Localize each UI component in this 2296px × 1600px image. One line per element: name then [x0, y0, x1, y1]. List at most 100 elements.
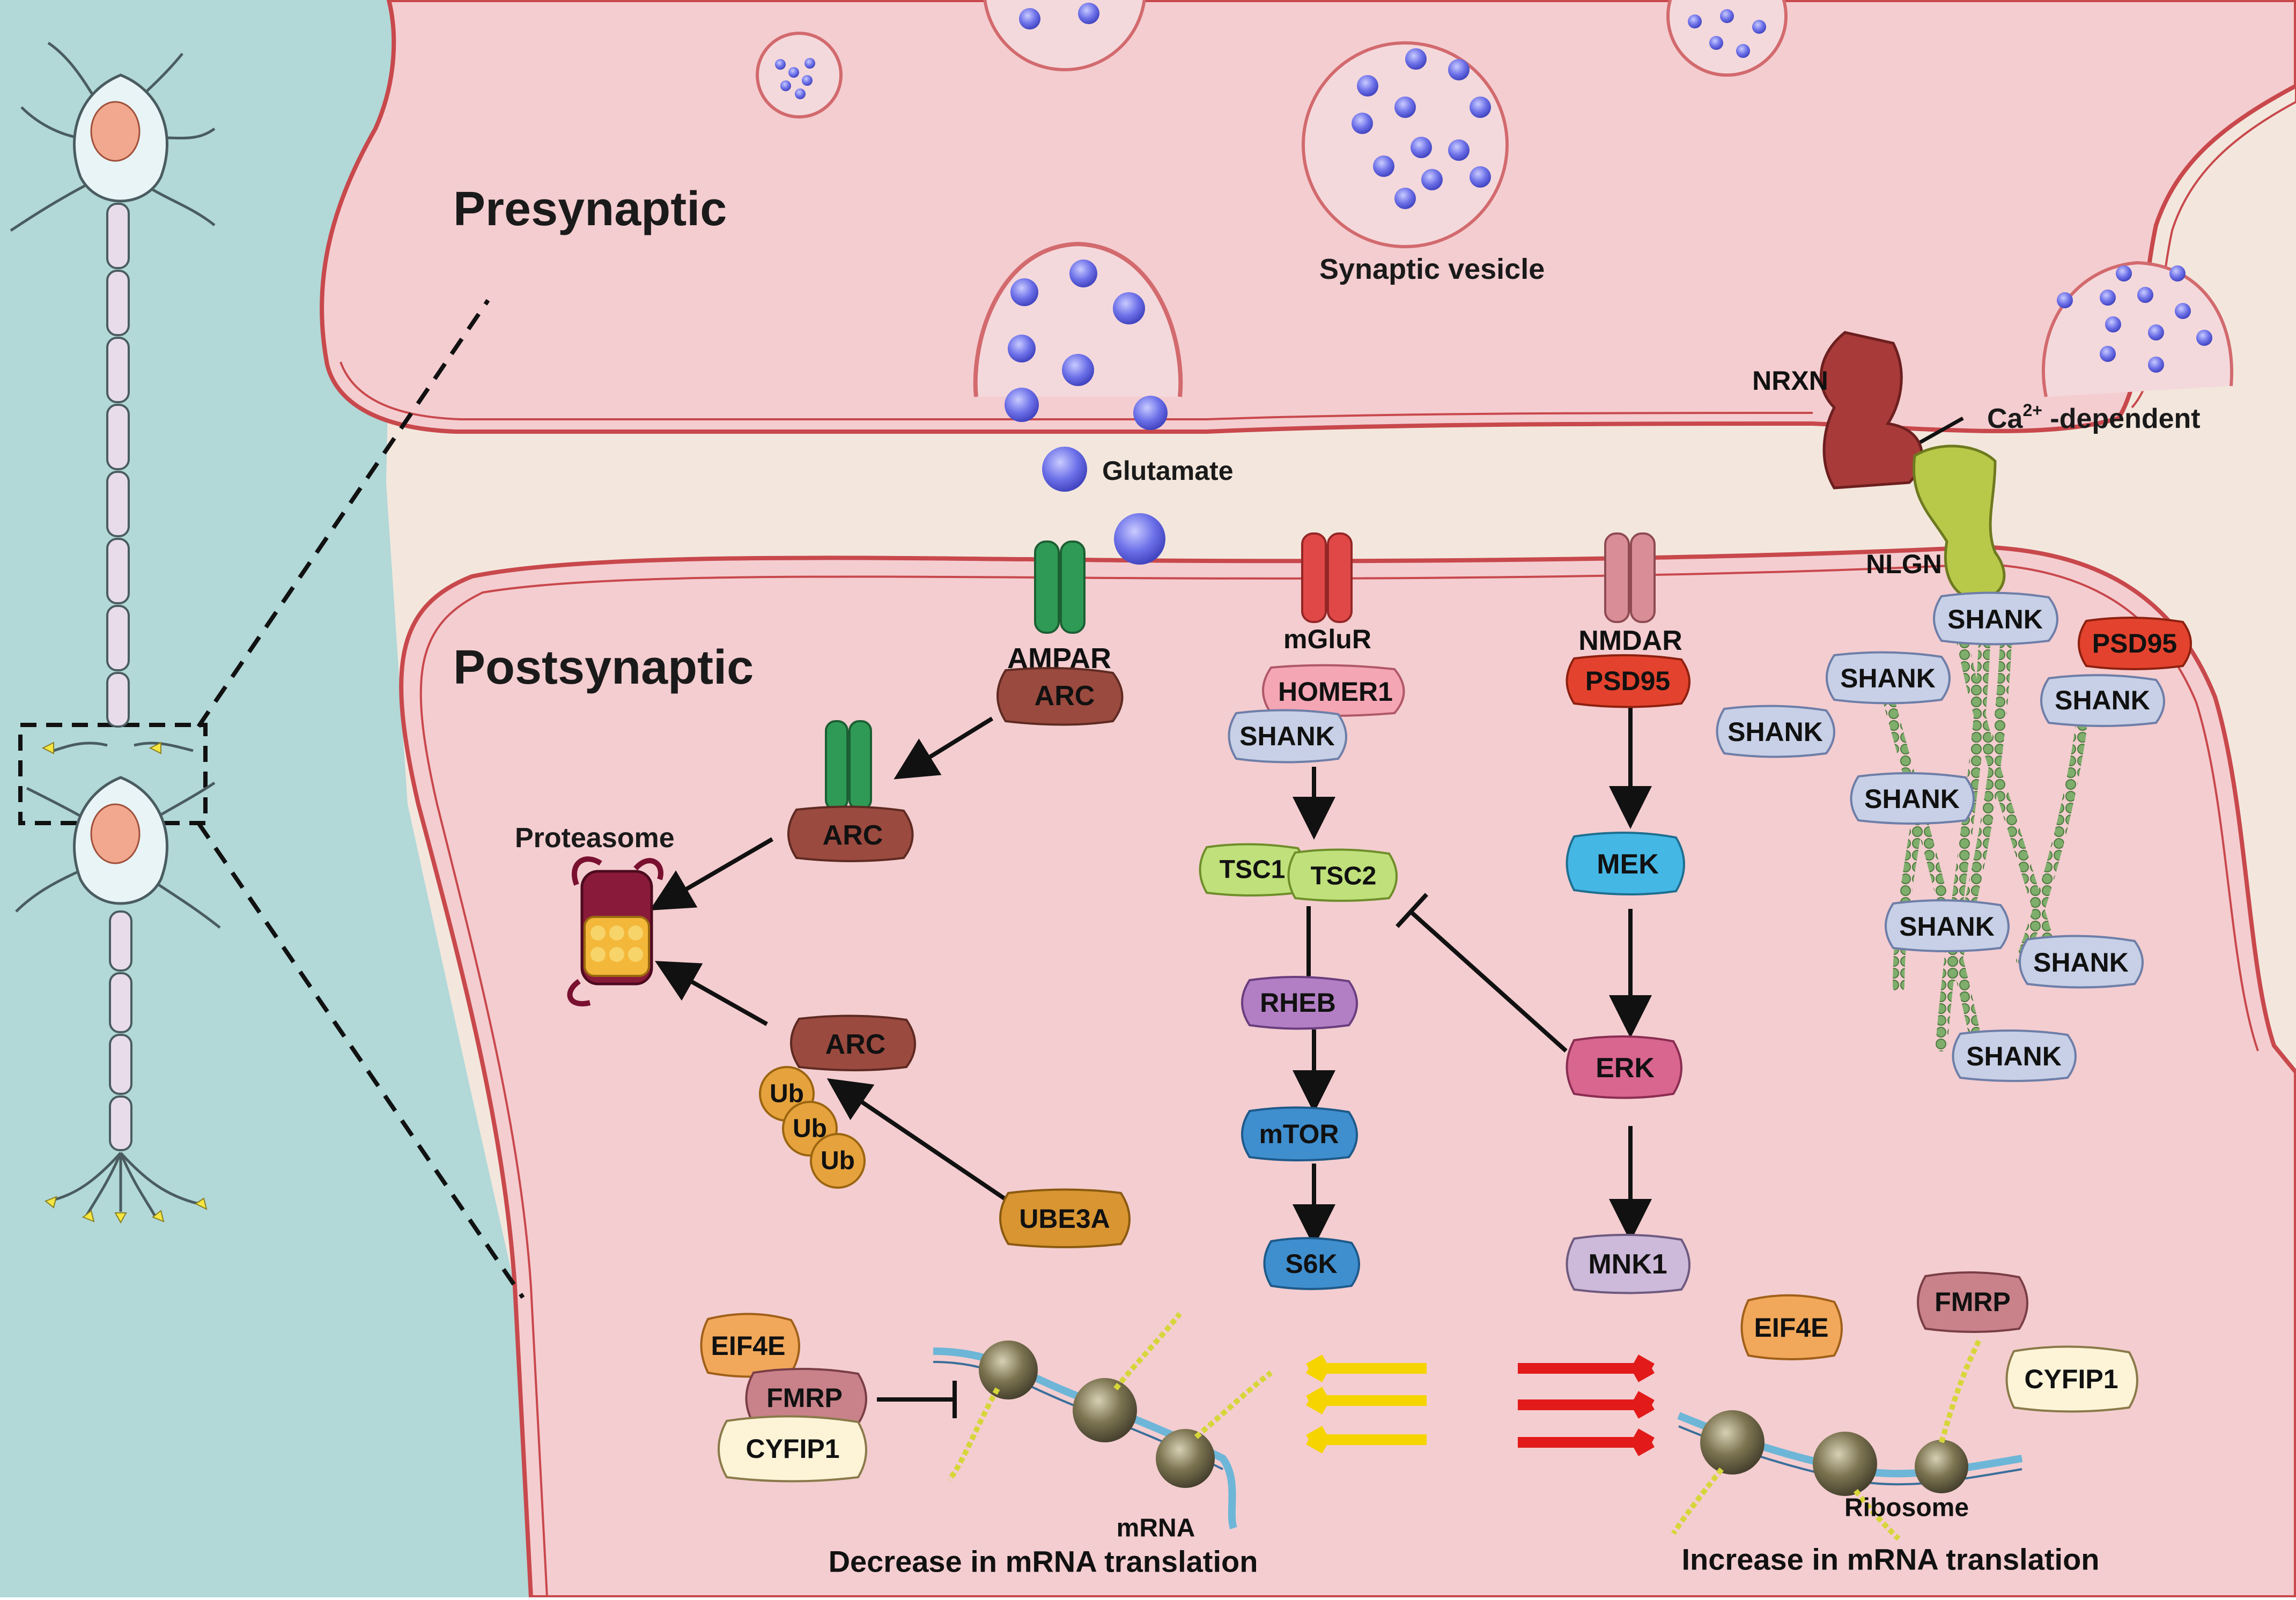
neuron-illustration	[10, 41, 221, 1224]
svg-text:SHANK: SHANK	[2033, 947, 2129, 977]
svg-text:CYFIP1: CYFIP1	[745, 1434, 839, 1464]
eif4e-protein: EIF4E	[1740, 1294, 1843, 1360]
fmrp-protein: FMRP	[1917, 1271, 2028, 1333]
increase-arrows	[1518, 1354, 1655, 1456]
erk-protein: ERK	[1566, 1035, 1682, 1099]
glutamate-label: Glutamate	[1102, 456, 1234, 486]
svg-text:HOMER1: HOMER1	[1278, 677, 1393, 707]
ribosome-left-2	[1073, 1378, 1137, 1442]
zoom-line-top	[196, 299, 490, 728]
shank-protein: SHANK	[1952, 1029, 2077, 1082]
mrna-label: mRNA	[1117, 1514, 1195, 1543]
psd95-protein: PSD95	[2078, 616, 2192, 670]
s6k-protein: S6K	[1263, 1237, 1360, 1290]
presynaptic-label: Presynaptic	[453, 182, 727, 236]
svg-text:TSC2: TSC2	[1311, 862, 1377, 891]
postsynaptic-membrane-line	[419, 562, 2259, 1598]
decrease-arrows	[1306, 1354, 1427, 1454]
decrease-label: Decrease in mRNA translation	[829, 1545, 1258, 1579]
svg-text:Ub: Ub	[793, 1115, 827, 1143]
arrow-ub-arc-to-proteasome	[655, 961, 768, 1026]
svg-text:SHANK: SHANK	[1966, 1041, 2062, 1071]
pathway-arrows	[649, 692, 1652, 1418]
ribosome-left-3	[1156, 1429, 1215, 1488]
shank-protein: SHANK	[1826, 651, 1951, 705]
mglur-receptor	[1301, 532, 1353, 623]
mrna-left	[933, 1312, 1273, 1530]
svg-text:PSD95: PSD95	[2092, 628, 2177, 658]
eif4e-protein: EIF4E	[700, 1313, 800, 1378]
ribosome-right-3	[1915, 1440, 1968, 1493]
svg-text:UBE3A: UBE3A	[1019, 1204, 1110, 1234]
shank-protein: SHANK	[1850, 772, 1975, 825]
ube3a-protein: UBE3A	[999, 1188, 1131, 1248]
mtor-protein: mTOR	[1241, 1106, 1358, 1161]
svg-text:SHANK: SHANK	[1239, 721, 1335, 751]
ribosome-right-1	[1700, 1410, 1765, 1475]
svg-text:S6K: S6K	[1285, 1249, 1337, 1279]
ca-dependent-label: Ca2+ -dependent	[1987, 401, 2201, 434]
arc-protein: ARC	[787, 805, 914, 862]
proteasome-label: Proteasome	[515, 823, 675, 854]
increase-label: Increase in mRNA translation	[1681, 1543, 2099, 1576]
svg-text:EIF4E: EIF4E	[711, 1331, 786, 1361]
arc-protein: ARC	[996, 667, 1124, 726]
mrna-right	[1671, 1339, 2023, 1541]
ub-protein: Ub	[810, 1133, 866, 1189]
ampar-receptor	[1034, 540, 1086, 634]
svg-text:CYFIP1: CYFIP1	[2024, 1364, 2118, 1394]
nmdar-receptor	[1604, 532, 1656, 623]
svg-text:Ub: Ub	[770, 1080, 804, 1108]
svg-text:FMRP: FMRP	[1935, 1287, 2011, 1317]
nlgn-label: NLGN	[1866, 549, 1942, 579]
psd95-protein: PSD95	[1566, 654, 1690, 708]
svg-text:ARC: ARC	[823, 820, 883, 851]
arrow-ube3a-to-ub	[826, 1078, 1010, 1203]
shank-protein: SHANK	[1933, 591, 2058, 646]
svg-text:MEK: MEK	[1597, 849, 1659, 880]
ca-dependent-pointer	[1919, 416, 1964, 445]
shank-protein: SHANK	[1716, 705, 1835, 758]
tsc2-protein: TSC2	[1287, 848, 1398, 902]
synaptic-vesicle-label: Synaptic vesicle	[1319, 253, 1545, 285]
nlgn-protein	[1913, 445, 2006, 602]
synaptic-vesicles	[756, 0, 2233, 397]
ribosome-left-1	[979, 1340, 1038, 1399]
nmdar-label: NMDAR	[1578, 625, 1682, 656]
svg-text:ARC: ARC	[825, 1029, 886, 1060]
shank-protein: SHANK	[1885, 899, 2010, 952]
ribosome-right-2	[1813, 1432, 1877, 1496]
cyfip1-protein: CYFIP1	[718, 1415, 867, 1483]
inhibit-erk-to-tsc2	[1409, 910, 1568, 1053]
ampar-on-arc	[825, 720, 872, 811]
svg-text:FMRP: FMRP	[766, 1383, 843, 1413]
glutamate-molecules	[1005, 388, 1168, 565]
shank-protein: SHANK	[1228, 709, 1347, 764]
svg-text:RHEB: RHEB	[1260, 988, 1336, 1018]
nrxn-protein	[1819, 331, 1923, 490]
svg-text:PSD95: PSD95	[1585, 666, 1670, 696]
proteasome	[567, 856, 663, 1006]
inhibit-erk-to-tsc2-bar	[1396, 893, 1428, 928]
svg-text:EIF4E: EIF4E	[1754, 1313, 1829, 1343]
svg-text:SHANK: SHANK	[1899, 912, 1995, 942]
ribosome-label: Ribosome	[1844, 1494, 1969, 1522]
postsynaptic-label: Postsynaptic	[453, 641, 754, 694]
shank-protein: SHANK	[2040, 674, 2165, 727]
svg-text:MNK1: MNK1	[1588, 1249, 1667, 1280]
arrow-arc-to-ampar	[894, 716, 994, 780]
svg-text:Ub: Ub	[821, 1147, 855, 1175]
mglur-label: mGluR	[1283, 624, 1371, 654]
arrow-arc-to-proteasome	[649, 837, 774, 911]
svg-text:ERK: ERK	[1596, 1053, 1655, 1084]
fmrp-protein: FMRP	[745, 1367, 867, 1428]
svg-text:mTOR: mTOR	[1259, 1119, 1339, 1149]
shank-protein: SHANK	[2019, 935, 2144, 989]
svg-text:ARC: ARC	[1035, 680, 1095, 712]
svg-text:SHANK: SHANK	[2055, 685, 2150, 715]
nrxn-label: NRXN	[1752, 366, 1828, 396]
homer1-protein: HOMER1	[1262, 664, 1405, 717]
cyfip1-protein: CYFIP1	[2005, 1345, 2138, 1413]
